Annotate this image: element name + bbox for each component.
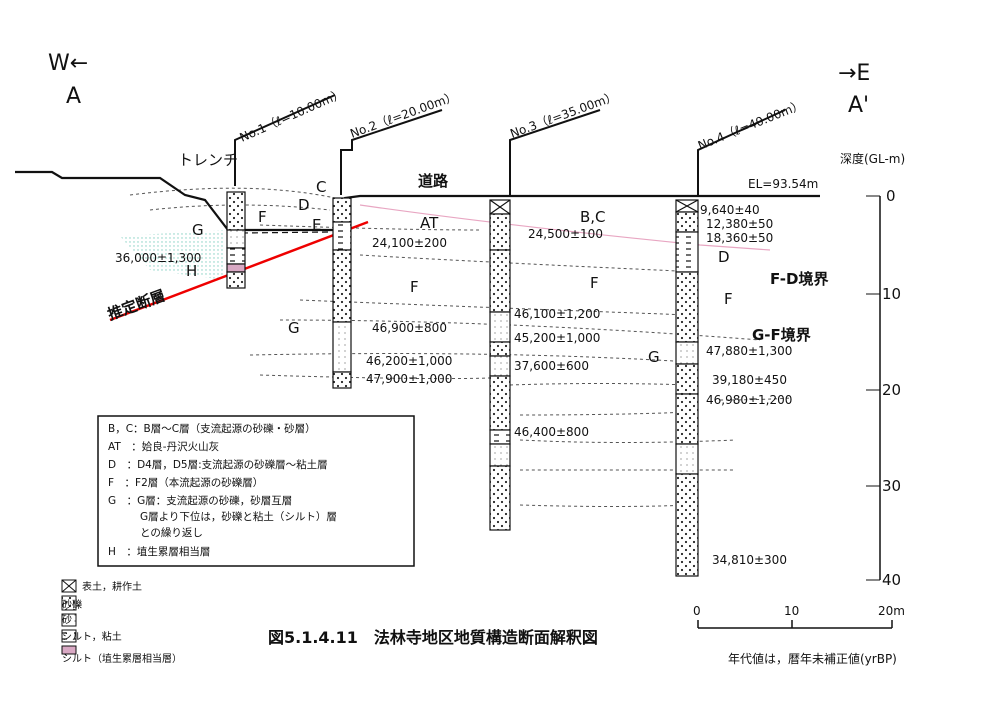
layer-e-label: E [312,216,321,234]
age-labels: 36,000±1,300 24,100±200 46,900±800 46,20… [115,203,792,567]
svg-text:H ：埴生累層相当層: H ：埴生累層相当層 [108,545,210,558]
depth-axis-title: 深度(GL-m) [840,151,905,166]
gf-boundary-label: G-F境界 [752,326,811,344]
at-layer-line [359,204,771,251]
layer-f-mid2-label: F [590,274,599,292]
borehole-stems [234,94,786,195]
svg-text:24,100±200: 24,100±200 [372,236,447,250]
svg-text:46,100±1,200: 46,100±1,200 [514,307,600,321]
svg-text:D ：D4層，D5層:支流起源の砂礫層～粘土層: D ：D4層，D5層:支流起源の砂礫層～粘土層 [108,458,328,471]
layer-at-label: AT [420,214,439,232]
borehole-column-4 [675,199,699,577]
layer-f-mid-label: F [410,278,419,296]
svg-text:G層より下位は，砂礫と粘土（シルト）層: G層より下位は，砂礫と粘土（シルト）層 [140,510,337,523]
elevation-label: EL=93.54m [748,177,818,191]
svg-text:46,200±1,000: 46,200±1,000 [366,354,452,368]
layer-f-right-label: F [724,290,733,308]
layer-g-mid-label: G [288,319,300,337]
svg-text:37,600±600: 37,600±600 [514,359,589,373]
svg-text:24,500±100: 24,500±100 [528,227,603,241]
svg-text:10: 10 [784,604,799,618]
svg-text:36,000±1,300: 36,000±1,300 [115,251,201,265]
layer-d-left-label: D [298,196,310,214]
svg-text:47,900±1,000: 47,900±1,000 [366,372,452,386]
svg-text:9,640±40: 9,640±40 [700,203,760,217]
layer-d-right-label: D [718,248,730,266]
depth-tick: 20 [882,381,901,399]
svg-text:46,980±1,200: 46,980±1,200 [706,393,792,407]
scale-bar: 0 10 20m [693,604,905,629]
east-label: →E [838,61,870,86]
borehole-name-2: No.2（ℓ=20.00m） [348,89,459,141]
layer-c-label: C [316,178,326,196]
symbol-legend-label: 砂 [62,613,72,626]
svg-text:との繰り返し: との繰り返し [140,526,203,539]
section-start-label: A [66,84,81,109]
depth-axis: 深度(GL-m) 0 10 20 30 40 [840,151,905,589]
svg-text:47,880±1,300: 47,880±1,300 [706,344,792,358]
fd-boundary-label: F-D境界 [770,270,828,288]
borehole-name-3: No.3（ℓ=35.00m） [508,89,619,141]
symbol-legend-label: 表土，耕作土 [82,580,142,593]
legend-box: B，C：B層～C層（支流起源の砂礫・砂層） AT ：姶良-丹沢火山灰 D ：D4… [97,415,415,567]
svg-text:34,810±300: 34,810±300 [712,553,787,567]
section-end-label: A' [848,93,869,118]
svg-text:B，C：B層～C層（支流起源の砂礫・砂層）: B，C：B層～C層（支流起源の砂礫・砂層） [108,422,316,435]
svg-text:F ：F2層（本流起源の砂礫層）: F ：F2層（本流起源の砂礫層） [108,476,263,489]
west-label: W← [48,51,88,76]
f-layer-base-line [241,231,331,234]
svg-text:20m: 20m [878,604,905,618]
fault-label: 推定断層 [105,286,168,323]
svg-text:G ：G層：支流起源の砂礫，砂層互層: G ：G層：支流起源の砂礫，砂層互層 [108,494,292,507]
layer-f-left-label: F [258,208,267,226]
layer-g-left-label: G [192,221,204,239]
svg-text:46,900±800: 46,900±800 [372,321,447,335]
svg-text:0: 0 [693,604,701,618]
symbol-legend-label: シルト（埴生累層相当層） [62,652,182,665]
depth-tick: 10 [882,285,901,303]
svg-text:12,380±50: 12,380±50 [706,217,773,231]
borehole-column-1 [226,191,246,289]
svg-text:46,400±800: 46,400±800 [514,425,589,439]
depth-tick: 40 [882,571,901,589]
borehole-name-4: No.4（ℓ=40.00m） [696,98,806,153]
layer-bc-label: B,C [580,208,606,226]
svg-text:45,200±1,000: 45,200±1,000 [514,331,600,345]
borehole-name-1: No.1（ℓ=10.00m） [238,86,347,145]
layer-h-label: H [186,262,197,280]
depth-tick: 0 [886,187,896,205]
svg-text:18,360±50: 18,360±50 [706,231,773,245]
road-label: 道路 [418,172,449,190]
depth-tick: 30 [882,477,901,495]
h-layer-region [120,230,225,280]
figure-title: 図5.1.4.11 法林寺地区地質構造断面解釈図 [268,628,598,647]
borehole-column-2 [332,197,352,389]
layer-g-right-label: G [648,348,660,366]
borehole-column-3 [489,199,511,531]
trench-label: トレンチ [178,151,238,169]
svg-text:39,180±450: 39,180±450 [712,373,787,387]
svg-text:AT ：姶良-丹沢火山灰: AT ：姶良-丹沢火山灰 [108,440,219,453]
age-note: 年代値は，暦年未補正値(yrBP) [728,651,897,666]
symbol-legend-label: シルト，粘土 [62,630,122,643]
symbol-legend [61,579,77,655]
symbol-legend-label: 砂礫 [62,598,82,611]
